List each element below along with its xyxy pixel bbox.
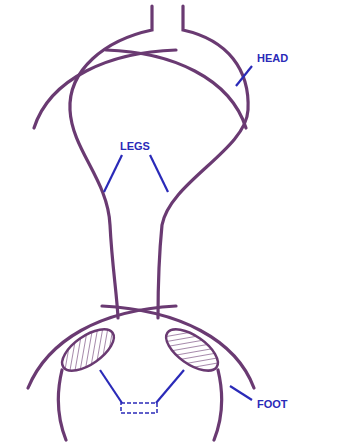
part-label: LEGS (119, 140, 151, 152)
part-label: FOOT (256, 398, 289, 410)
part-label: HEAD (256, 52, 289, 64)
